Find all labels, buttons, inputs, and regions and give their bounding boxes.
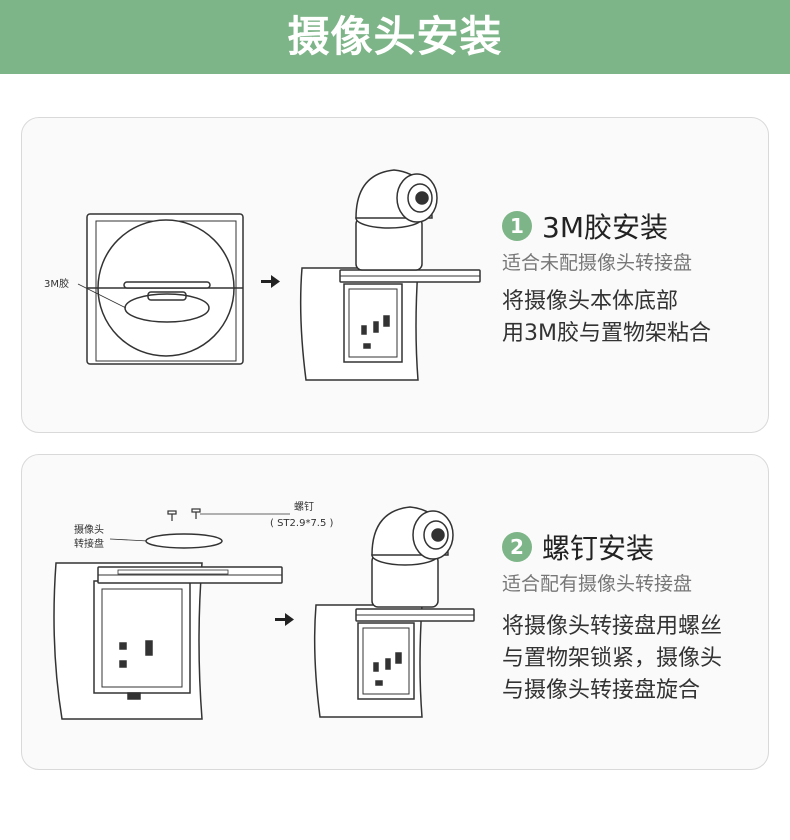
callout-adapter-line1: 摄像头: [74, 523, 104, 536]
callout-screw: 螺钉 ( ST2.9*7.5 ): [200, 501, 334, 529]
step2-title: 螺钉安装: [542, 532, 655, 565]
step2-number-badge: 2: [502, 532, 532, 562]
step-card-screw: 摄像头 转接盘 螺钉 ( ST2.9*7.5 ): [21, 454, 769, 770]
shelf-bottom-view: [86, 213, 244, 365]
page-title: 摄像头安装: [287, 12, 503, 61]
shelf-socket-exploded: [53, 562, 283, 720]
step2-desc-line: 与置物架锁紧，摄像头: [502, 646, 723, 671]
step1-desc-line: 将摄像头本体底部: [502, 289, 679, 314]
illustration-screw-install: 摄像头 转接盘 螺钉 ( ST2.9*7.5 ): [53, 501, 475, 720]
callout-3m-label: 3M胶: [44, 277, 69, 290]
callout-screw-spec: ( ST2.9*7.5 ): [270, 518, 334, 529]
step1-number-badge: 1: [502, 211, 532, 241]
callout-screw-label: 螺钉: [294, 501, 314, 513]
step2-heading: 2 螺钉安装: [502, 527, 654, 567]
step1-heading: 1 3M胶安装: [502, 206, 668, 246]
arrow-icon: [275, 613, 294, 626]
callout-3m-glue: 3M胶: [44, 277, 127, 309]
callout-adapter-line2: 转接盘: [74, 537, 104, 550]
step1-description: 将摄像头本体底部 用3M胶与置物架粘合: [502, 286, 711, 350]
step1-desc-line: 用3M胶与置物架粘合: [502, 321, 711, 346]
installed-camera-screw: [313, 506, 475, 718]
step2-desc-line: 与摄像头转接盘旋合: [502, 678, 701, 703]
callout-adapter: 摄像头 转接盘: [74, 523, 149, 550]
step-card-3m: 3M胶 1 3M胶安装 适合未配摄像头: [21, 117, 769, 433]
header-banner: 摄像头安装: [0, 0, 790, 74]
illustration-3m-install: 3M胶: [44, 169, 481, 381]
step1-subtitle: 适合未配摄像头转接盘: [502, 252, 693, 274]
screw-icon: [167, 508, 201, 521]
arrow-icon: [261, 275, 280, 288]
step2-desc-line: 将摄像头转接盘用螺丝: [502, 614, 723, 639]
step2-description: 将摄像头转接盘用螺丝 与置物架锁紧，摄像头 与摄像头转接盘旋合: [502, 611, 722, 707]
adapter-plate: [145, 533, 223, 549]
installed-camera-3m: [299, 169, 481, 381]
step1-title: 3M胶安装: [542, 211, 668, 244]
step2-subtitle: 适合配有摄像头转接盘: [502, 573, 693, 595]
